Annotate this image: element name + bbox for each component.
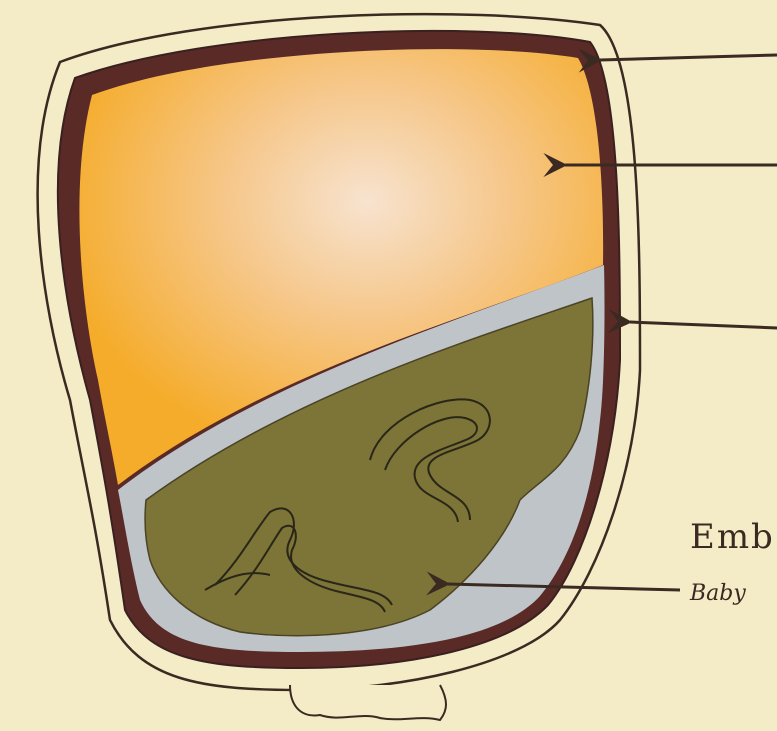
label-embryo-title: Emb [690,517,775,557]
arrow-seed-coat [600,55,777,60]
arrow-aleurone [630,322,777,328]
label-embryo-subtitle: Baby [689,581,746,606]
tip-cap [290,685,446,720]
